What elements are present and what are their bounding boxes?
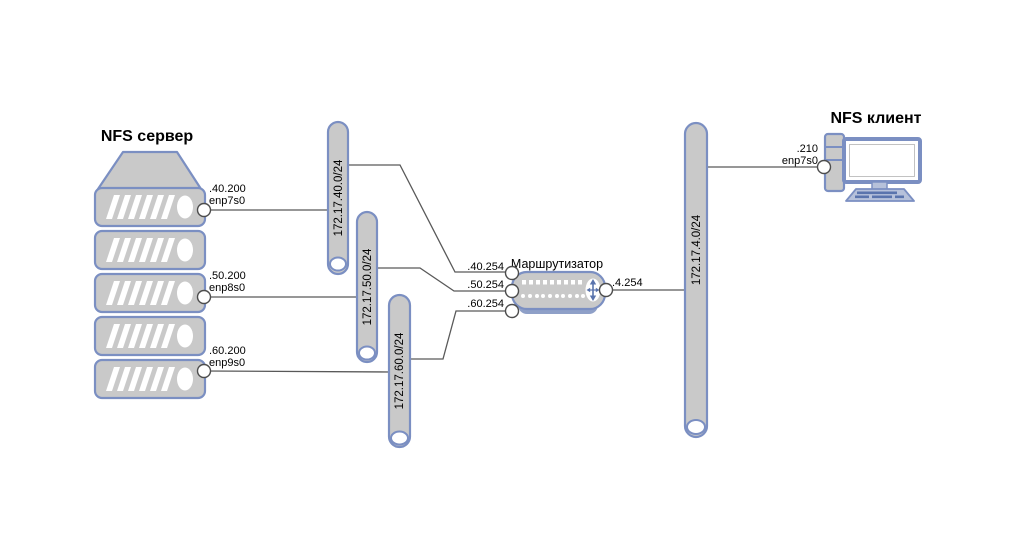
router-ports-row-top	[522, 280, 582, 285]
router-icon	[510, 270, 607, 314]
server-top-icon	[96, 150, 203, 191]
router-port-60	[504, 303, 520, 319]
link-server-net60	[204, 370, 391, 373]
nfs-server-title: NFS сервер	[101, 128, 194, 145]
server-if2-name-label: enp8s0	[209, 282, 245, 294]
link-net60-router	[410, 310, 510, 360]
server-if1-name-label: enp7s0	[209, 195, 245, 207]
server-stack-icon	[93, 150, 207, 400]
link-net40-router	[348, 164, 510, 273]
server-if3-port	[196, 363, 212, 379]
client-port	[816, 159, 832, 175]
link-net50-router	[377, 267, 510, 292]
server-rack-unit-5	[93, 358, 207, 400]
network-pipe-50: 172.17.50.0/24	[355, 210, 379, 364]
server-if1-port	[196, 202, 212, 218]
server-if3-name-label: enp9s0	[209, 357, 245, 369]
network-4-label: 172.17.4.0/24	[691, 214, 703, 285]
network-60-label: 172.17.60.0/24	[394, 332, 406, 409]
server-if2-ip-label: .50.200	[209, 270, 246, 282]
router-if50-label: .50.254	[467, 279, 504, 291]
server-if2-port	[196, 289, 212, 305]
server-rack-unit-1	[93, 186, 207, 228]
router-node: Маршрутизатор	[467, 257, 643, 319]
client-if-ip-label: .210	[797, 143, 818, 155]
network-50-label: 172.17.50.0/24	[362, 248, 374, 325]
keyboard-icon	[845, 188, 915, 202]
server-if1-ip-label: .40.200	[209, 183, 246, 195]
router-port-50	[504, 283, 520, 299]
router-if4-label: .4.254	[612, 277, 643, 289]
network-pipe-60: 172.17.60.0/24	[387, 293, 412, 449]
router-arrows-icon	[586, 279, 600, 301]
server-if3-ip-label: .60.200	[209, 345, 246, 357]
server-rack-unit-2	[93, 229, 207, 271]
router-title: Маршрутизатор	[511, 257, 603, 271]
router-port-4	[598, 282, 614, 298]
router-if40-label: .40.254	[467, 261, 504, 273]
nfs-server-node: NFS сервер .40.200 enp7s0 .50.200 enp8s0…	[93, 128, 246, 400]
computer-icon	[823, 132, 922, 202]
keyboard-keys	[855, 191, 904, 199]
network-pipe-40: 172.17.40.0/24	[326, 120, 350, 276]
router-connection-points	[504, 265, 614, 319]
network-pipe-4: 172.17.4.0/24	[683, 121, 709, 439]
server-rack-unit-3	[93, 272, 207, 314]
network-40-label: 172.17.40.0/24	[333, 159, 345, 236]
router-if60-label: .60.254	[467, 298, 504, 310]
router-ports-row-bottom	[521, 294, 585, 298]
nfs-client-title: NFS клиент	[830, 110, 921, 127]
nfs-client-node: NFS клиент .210 enp7s0	[782, 110, 922, 202]
links-layer	[204, 164, 822, 373]
client-if-name-label: enp7s0	[782, 155, 818, 167]
server-connection-points	[196, 202, 212, 379]
monitor-icon	[842, 137, 922, 184]
router-port-40	[504, 265, 520, 281]
server-rack-unit-4	[93, 315, 207, 357]
